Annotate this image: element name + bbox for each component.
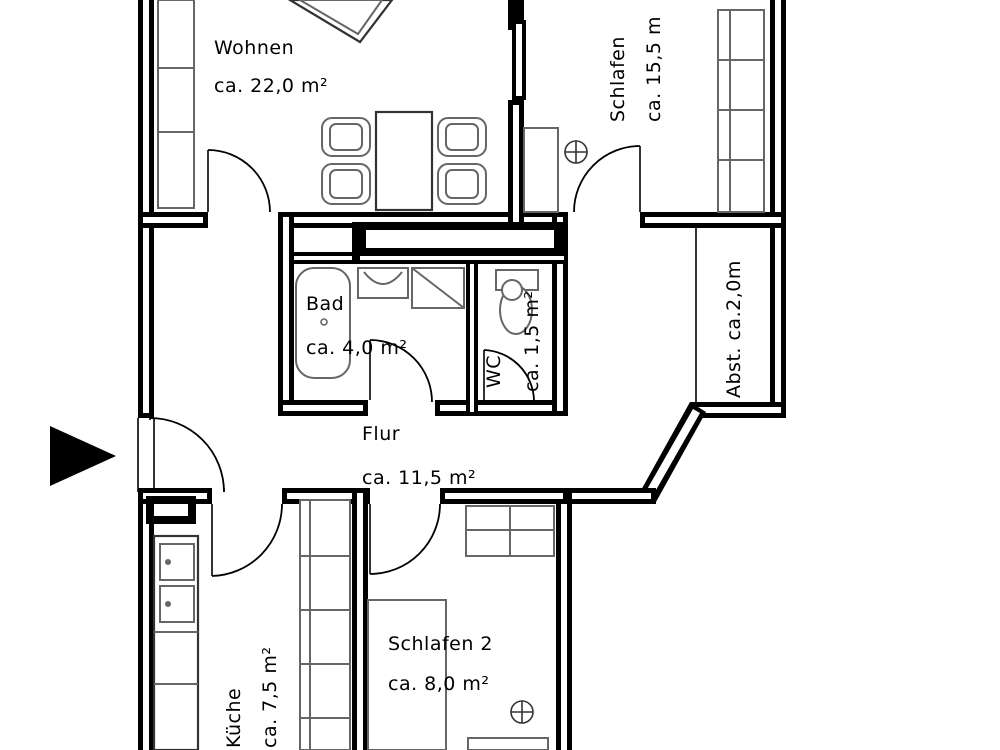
kueche-furniture: [152, 499, 351, 750]
room-labels: Wohnen ca. 22,0 m² Schlafen ca. 15,5 m B…: [214, 16, 745, 748]
flur-area: ca. 11,5 m²: [362, 467, 476, 489]
wc-name: WC: [483, 355, 505, 388]
doors: [207, 145, 641, 577]
wc-furniture: [495, 269, 539, 335]
entrance: [50, 417, 225, 493]
entrance-arrow-icon: [50, 426, 116, 486]
flur-name: Flur: [362, 423, 400, 445]
schlafen-name: Schlafen: [607, 36, 629, 122]
abst-label: Abst. ca.2,0m: [723, 260, 745, 398]
outer-walls: [138, 0, 786, 750]
bad-furniture: [295, 267, 465, 379]
wohnen-name: Wohnen: [214, 37, 294, 59]
schlafen2-name: Schlafen 2: [388, 633, 493, 655]
kueche-area: ca. 7,5 m²: [259, 646, 281, 748]
bad-name: Bad: [306, 293, 344, 315]
wohnen-furniture: [157, 0, 487, 212]
wc-area: ca. 1,5 m²: [521, 290, 543, 392]
bad-area: ca. 4,0 m²: [306, 337, 408, 359]
schlafen-area: ca. 15,5 m: [643, 16, 665, 122]
kueche-name: Küche: [223, 688, 245, 748]
socket-icon: [510, 700, 534, 724]
schlafen2-furniture: [367, 505, 555, 750]
wohnen-area: ca. 22,0 m²: [214, 75, 328, 97]
schlafen-furniture: [523, 9, 765, 213]
socket-icon: [564, 140, 588, 164]
schlafen2-area: ca. 8,0 m²: [388, 673, 490, 695]
